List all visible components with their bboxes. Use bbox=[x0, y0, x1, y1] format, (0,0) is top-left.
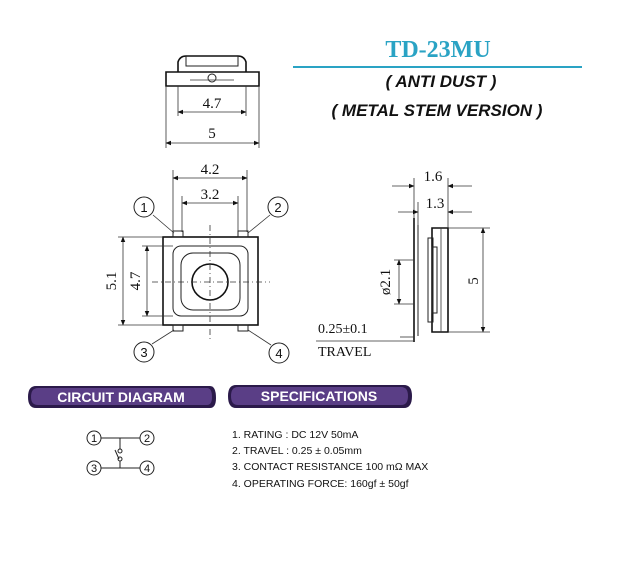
top-view-drawing: 4.7 5 bbox=[165, 55, 260, 148]
title-block: TD-23MU ( ANTI DUST ) ( METAL STEM VERSI… bbox=[293, 37, 582, 120]
travel-value: 0.25±0.1 bbox=[318, 322, 368, 337]
circuit-diagram-heading: CIRCUIT DIAGRAM bbox=[57, 389, 185, 405]
spec-item-travel: 2. TRAVEL : 0.25 ± 0.05mm bbox=[232, 445, 362, 457]
side-view-dim-diameter: ø2.1 bbox=[378, 269, 394, 295]
circuit-pin-1: 1 bbox=[91, 433, 97, 445]
top-view-dim-outer: 5 bbox=[208, 126, 216, 142]
subtitle-metal-stem: ( METAL STEM VERSION ) bbox=[332, 101, 543, 120]
side-view-dim-top2: 1.3 bbox=[426, 196, 445, 212]
front-pin-1: 1 bbox=[140, 200, 147, 215]
front-view-drawing: 4.2 3.2 5.1 4.7 1 2 3 bbox=[104, 162, 290, 364]
circuit-pin-4: 4 bbox=[144, 463, 150, 475]
top-view-dim-inner: 4.7 bbox=[203, 96, 222, 112]
front-pin-2: 2 bbox=[274, 200, 281, 215]
front-pin-4: 4 bbox=[275, 346, 282, 361]
product-title: TD-23MU bbox=[385, 37, 490, 63]
specifications-list: 1. RATING : DC 12V 50mA 2. TRAVEL : 0.25… bbox=[232, 429, 428, 490]
circuit-pin-3: 3 bbox=[91, 463, 97, 475]
circuit-pin-2: 2 bbox=[144, 433, 150, 445]
spec-item-contact-resistance: 3. CONTACT RESISTANCE 100 mΩ MAX bbox=[232, 461, 428, 473]
circuit-diagram: 1 2 3 4 bbox=[86, 430, 155, 476]
spec-item-operating-force: 4. OPERATING FORCE: 160gf ± 50gf bbox=[232, 478, 409, 490]
spec-item-rating: 1. RATING : DC 12V 50mA bbox=[232, 429, 358, 441]
side-view-dim-height: 5 bbox=[466, 277, 482, 285]
side-view-drawing: 1.6 1.3 ø2.1 5 0.25±0.1 TRAVEL bbox=[316, 169, 490, 360]
travel-label: TRAVEL bbox=[318, 345, 371, 360]
specifications-badge: SPECIFICATIONS bbox=[228, 385, 412, 408]
specifications-heading: SPECIFICATIONS bbox=[261, 388, 377, 404]
front-view-dim-top-inner: 3.2 bbox=[201, 187, 220, 203]
front-view-dim-top-outer: 4.2 bbox=[201, 162, 220, 178]
front-pin-3: 3 bbox=[140, 345, 147, 360]
side-view-dim-top1: 1.6 bbox=[424, 169, 443, 185]
front-view-dim-left-outer: 5.1 bbox=[104, 272, 120, 291]
subtitle-anti-dust: ( ANTI DUST ) bbox=[386, 72, 497, 91]
circuit-diagram-badge: CIRCUIT DIAGRAM bbox=[28, 386, 216, 408]
front-view-dim-left-inner: 4.7 bbox=[128, 271, 144, 290]
